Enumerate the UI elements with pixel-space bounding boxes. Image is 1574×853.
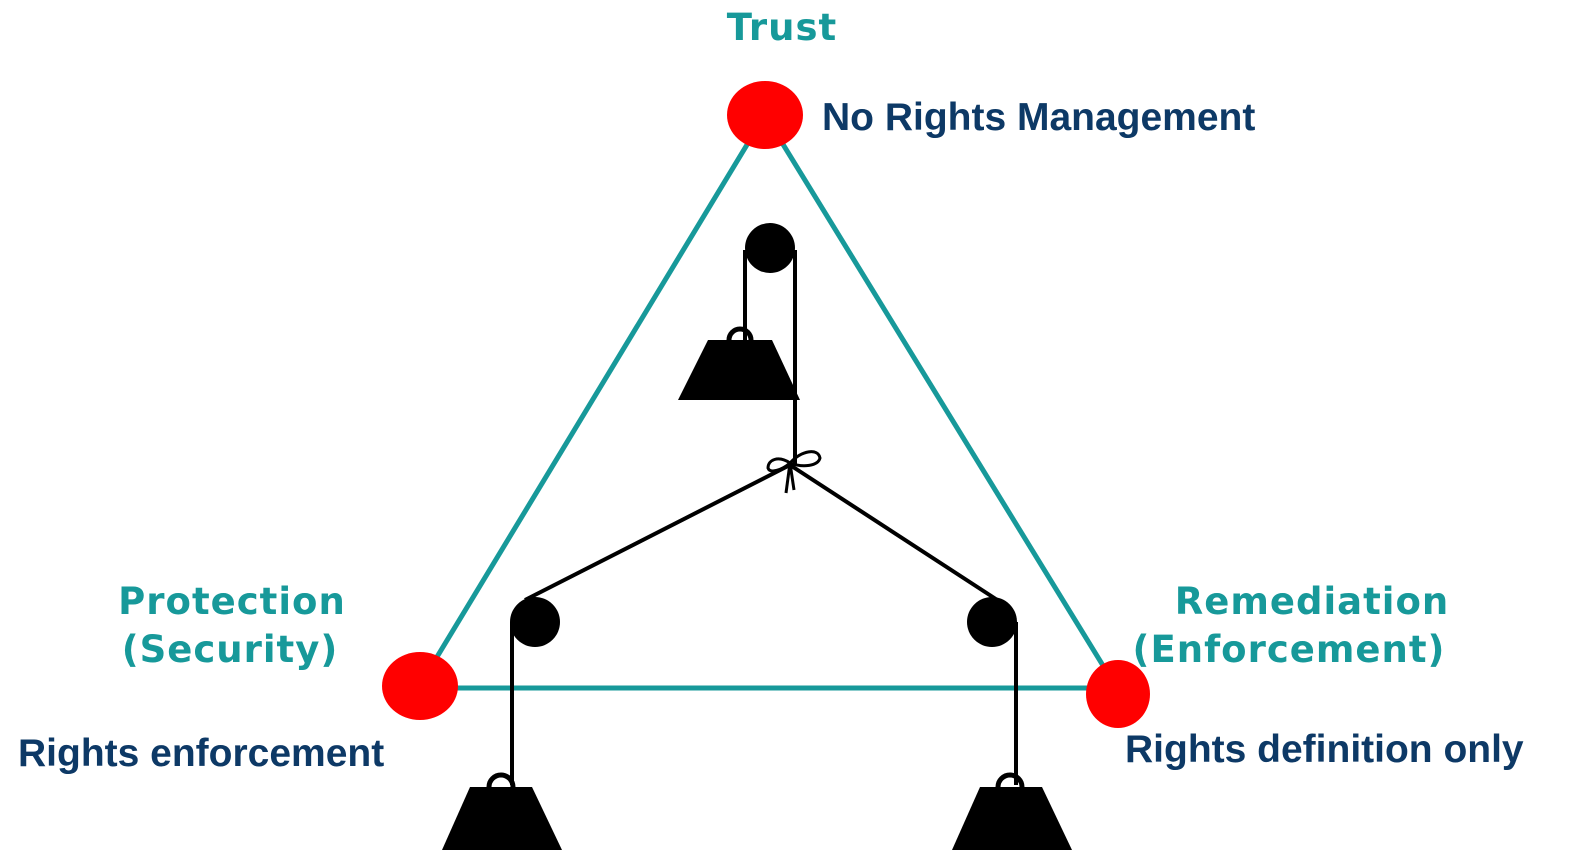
state-label-right: Rights definition only (1125, 728, 1524, 771)
pulley-icon (745, 223, 795, 273)
corner-label-right-line2: (Enforcement) (1133, 628, 1446, 671)
triangle-edge-left (417, 113, 768, 687)
rope-to-left-pulley (524, 463, 791, 602)
weight-icon (678, 326, 800, 400)
vertex-marker-left (382, 652, 458, 720)
weight-icon (952, 772, 1072, 850)
weight-icon (442, 772, 562, 850)
corner-label-top: Trust (727, 6, 837, 49)
corner-label-right-line1: Remediation (1175, 580, 1450, 623)
corner-label-left-line1: Protection (118, 580, 346, 623)
state-label-left: Rights enforcement (18, 732, 384, 775)
knot-icon (766, 450, 822, 494)
triangle-edge-right (762, 113, 1121, 692)
corner-label-left-line2: (Security) (122, 628, 339, 671)
vertex-marker-right (1086, 660, 1150, 728)
state-label-top: No Rights Management (822, 96, 1255, 139)
pulley-icon (967, 597, 1017, 647)
ropes (510, 250, 1018, 785)
vertex-marker-top (727, 81, 803, 149)
triangle (417, 113, 1121, 692)
pulley-icon (510, 597, 560, 647)
rope-to-right-pulley (788, 463, 1007, 607)
